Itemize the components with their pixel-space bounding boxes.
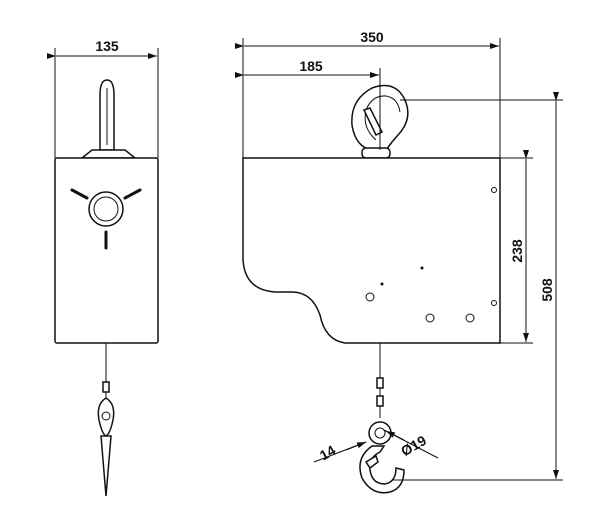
side-hook-latch	[362, 107, 384, 137]
side-body	[242, 157, 501, 344]
dim-side-offset: 185	[235, 58, 381, 150]
front-view	[54, 79, 159, 497]
dim-side-overall-width-label: 350	[360, 29, 384, 45]
dim-side-offset-label: 185	[299, 58, 323, 74]
dim-front-width: 135	[47, 38, 159, 158]
side-view	[242, 84, 501, 494]
front-body	[54, 157, 159, 344]
dim-side-overall-width: 350	[235, 29, 501, 158]
dim-hook-thickness-label: 14	[317, 442, 339, 464]
dim-hook-eye-label: Ø19	[398, 432, 429, 459]
front-emblem	[70, 188, 142, 250]
dim-body-height-label: 238	[509, 239, 525, 263]
side-hook-swivel	[361, 147, 391, 159]
dim-front-width-label: 135	[95, 38, 119, 54]
dim-hook-thickness: 14	[313, 441, 367, 464]
dim-overall-height-label: 508	[539, 278, 555, 302]
front-top-base	[79, 149, 138, 159]
dim-hook-eye: Ø19	[383, 429, 439, 459]
dim-overall-height: 508	[392, 92, 563, 481]
dim-body-height: 238	[500, 150, 533, 344]
side-bottom-hook	[359, 421, 405, 494]
front-hook	[97, 397, 115, 437]
front-hook-tip	[100, 435, 112, 497]
